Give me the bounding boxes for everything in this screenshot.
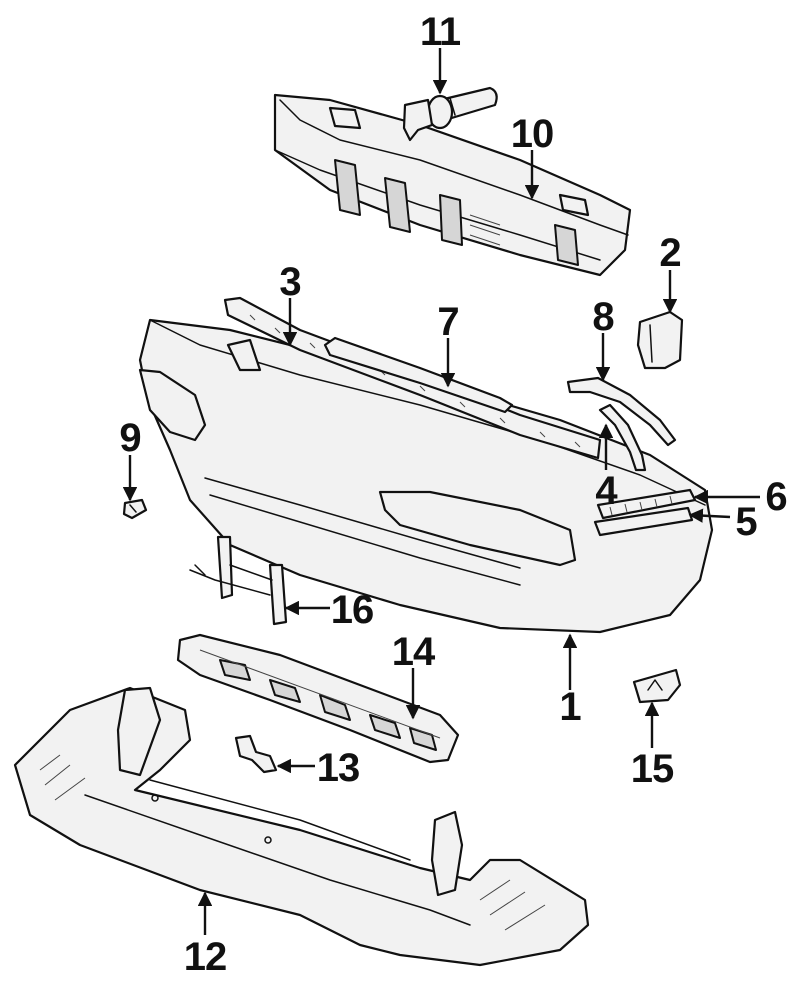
part-11-absorber: [402, 86, 498, 142]
callout-7: 7: [437, 300, 458, 344]
callout-3: 3: [279, 260, 300, 304]
part-7-center-strip: [323, 336, 514, 414]
callout-11: 11: [420, 10, 461, 54]
leader-lines: [122, 48, 760, 935]
part-10-reinforcement: [273, 93, 632, 277]
part-14-absorber: [176, 633, 460, 764]
part-9-pin: [122, 498, 148, 520]
callout-14: 14: [392, 630, 436, 674]
callout-16: 16: [331, 588, 374, 632]
part-4-trim: [598, 403, 647, 472]
part-15-clip: [632, 668, 682, 704]
callouts: 11 10 2 3 7 8 4 6 5 9 16 1 14 15 13 12: [119, 10, 787, 979]
callout-10: 10: [511, 112, 554, 156]
callout-15: 15: [631, 747, 674, 791]
callout-2: 2: [659, 231, 680, 275]
callout-9: 9: [119, 416, 140, 460]
callout-5: 5: [735, 500, 757, 544]
part-13-clip: [234, 734, 278, 774]
part-16-brackets: [189, 535, 288, 626]
callout-6: 6: [765, 475, 786, 519]
callout-12: 12: [184, 935, 227, 979]
part-12-valance: [13, 686, 590, 967]
part-1-bumper-cover: [138, 318, 714, 634]
part-8-trim: [566, 376, 677, 447]
callout-8: 8: [592, 295, 614, 339]
callout-13: 13: [317, 746, 360, 790]
leader-5: [688, 508, 731, 523]
callout-4: 4: [595, 469, 618, 513]
part-2-bracket: [636, 310, 684, 370]
callout-1: 1: [559, 685, 581, 729]
